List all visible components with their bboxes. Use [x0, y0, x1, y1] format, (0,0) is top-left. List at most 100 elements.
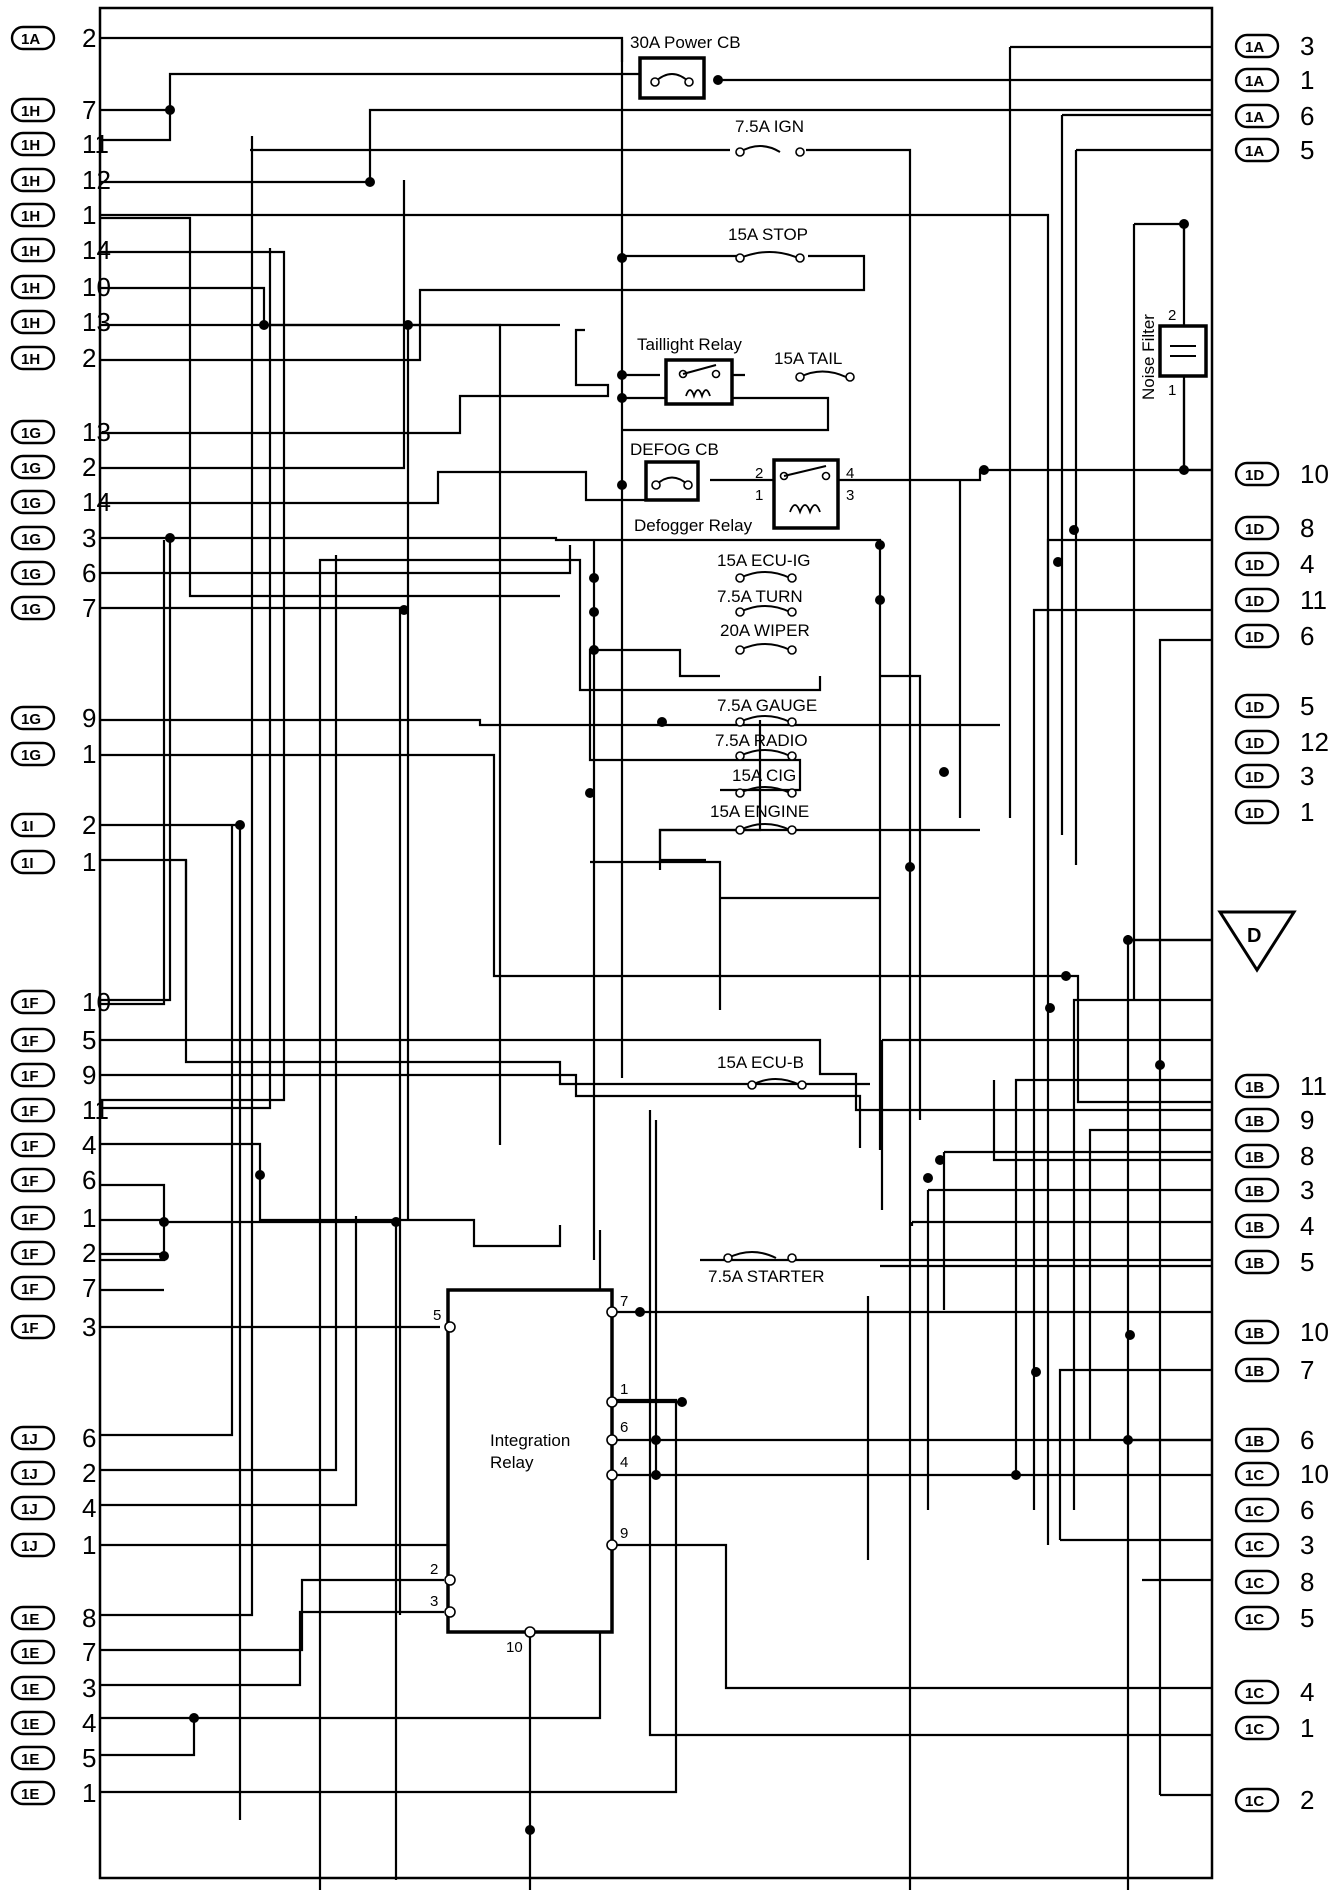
connector-code: 1F: [21, 1103, 39, 1120]
connector-pin: 7: [82, 95, 96, 125]
connector-pin: 10: [82, 987, 111, 1017]
connector-code: 1A: [1245, 73, 1264, 90]
connector-code: 1F: [21, 1068, 39, 1085]
fuse-turn-label: 7.5A TURN: [717, 587, 803, 606]
connector-code: 1C: [1245, 1611, 1264, 1628]
ground-label: D: [1247, 925, 1261, 947]
connector-left-8: 1H 2: [10, 343, 96, 373]
connector-pin: 1: [82, 1203, 96, 1233]
connector-pin: 5: [82, 1025, 96, 1055]
splice-dots: [159, 75, 1189, 1835]
connector-pin: 2: [82, 343, 96, 373]
connector-pin: 7: [82, 1637, 96, 1667]
connector-code: 1E: [21, 1611, 39, 1628]
connector-code: 1B: [1245, 1433, 1264, 1450]
connector-code: 1H: [21, 103, 40, 120]
connector-code: 1H: [21, 173, 40, 190]
connector-code: 1J: [21, 1431, 38, 1448]
connector-code: 1E: [21, 1681, 39, 1698]
connector-code: 1F: [21, 1246, 39, 1263]
integration-pin-4: 4: [620, 1454, 628, 1471]
connector-right-15: 1B 8: [1234, 1141, 1314, 1171]
connector-code: 1E: [21, 1716, 39, 1733]
connector-code: 1A: [1245, 39, 1264, 56]
connector-code: 1H: [21, 351, 40, 368]
connector-code: 1D: [1245, 521, 1264, 538]
connector-code: 1E: [21, 1786, 39, 1803]
integration-relay-label-2: Relay: [490, 1453, 534, 1472]
connector-code: 1G: [21, 425, 41, 442]
connector-pin: 14: [82, 235, 111, 265]
connector-code: 1J: [21, 1538, 38, 1555]
taillight-relay: Taillight Relay: [637, 335, 742, 406]
connector-pin: 11: [1300, 1071, 1327, 1101]
connector-code: 1H: [21, 315, 40, 332]
connector-left-7: 1H 13: [10, 307, 111, 337]
defog-relay-pin-2: 2: [755, 465, 763, 482]
connector-pin: 1: [82, 847, 96, 877]
connector-code: 1F: [21, 1281, 39, 1298]
fuse-ign-label: 7.5A IGN: [735, 117, 804, 136]
defog-cb: DEFOG CB: [630, 440, 719, 502]
connector-code: 1B: [1245, 1149, 1264, 1166]
connector-code: 1H: [21, 208, 40, 225]
connector-code: 1H: [21, 280, 40, 297]
noise-filter-pin-1: 1: [1168, 382, 1176, 399]
connector-pin: 2: [82, 1458, 96, 1488]
connector-left-20: 1F 5: [10, 1025, 96, 1055]
fuse-turn: 7.5A TURN: [717, 587, 803, 617]
connector-pin: 3: [82, 1673, 96, 1703]
connector-code: 1F: [21, 1033, 39, 1050]
connector-pin: 8: [1300, 1141, 1314, 1171]
connector-left-36: 1E 4: [10, 1708, 96, 1738]
connector-pin: 1: [82, 739, 96, 769]
connector-pin: 8: [1300, 513, 1314, 543]
connector-pin: 3: [1300, 31, 1314, 61]
connector-code: 1F: [21, 995, 39, 1012]
connector-code: 1C: [1245, 1793, 1264, 1810]
connector-pin: 3: [82, 523, 96, 553]
connector-pin: 13: [82, 307, 111, 337]
connector-code: 1A: [1245, 109, 1264, 126]
integration-relay: Integration Relay 5 7 1 6 4 9 2 3 10: [430, 1288, 628, 1656]
connector-pin: 4: [82, 1708, 96, 1738]
connector-pin: 10: [1300, 1459, 1328, 1489]
connector-code: 1J: [21, 1466, 38, 1483]
connector-code: 1A: [1245, 143, 1264, 160]
connector-pin: 7: [1300, 1355, 1314, 1385]
connector-code: 1C: [1245, 1575, 1264, 1592]
connector-pin: 1: [1300, 65, 1314, 95]
fuse-radio-label: 7.5A RADIO: [715, 731, 808, 750]
defog-relay-pin-1: 1: [755, 487, 763, 504]
integration-pin-7: 7: [620, 1293, 628, 1310]
noise-filter-pin-2: 2: [1168, 307, 1176, 324]
connector-code: 1D: [1245, 593, 1264, 610]
connector-code: 1B: [1245, 1113, 1264, 1130]
connector-pin: 2: [82, 23, 96, 53]
connector-code: 1H: [21, 243, 40, 260]
